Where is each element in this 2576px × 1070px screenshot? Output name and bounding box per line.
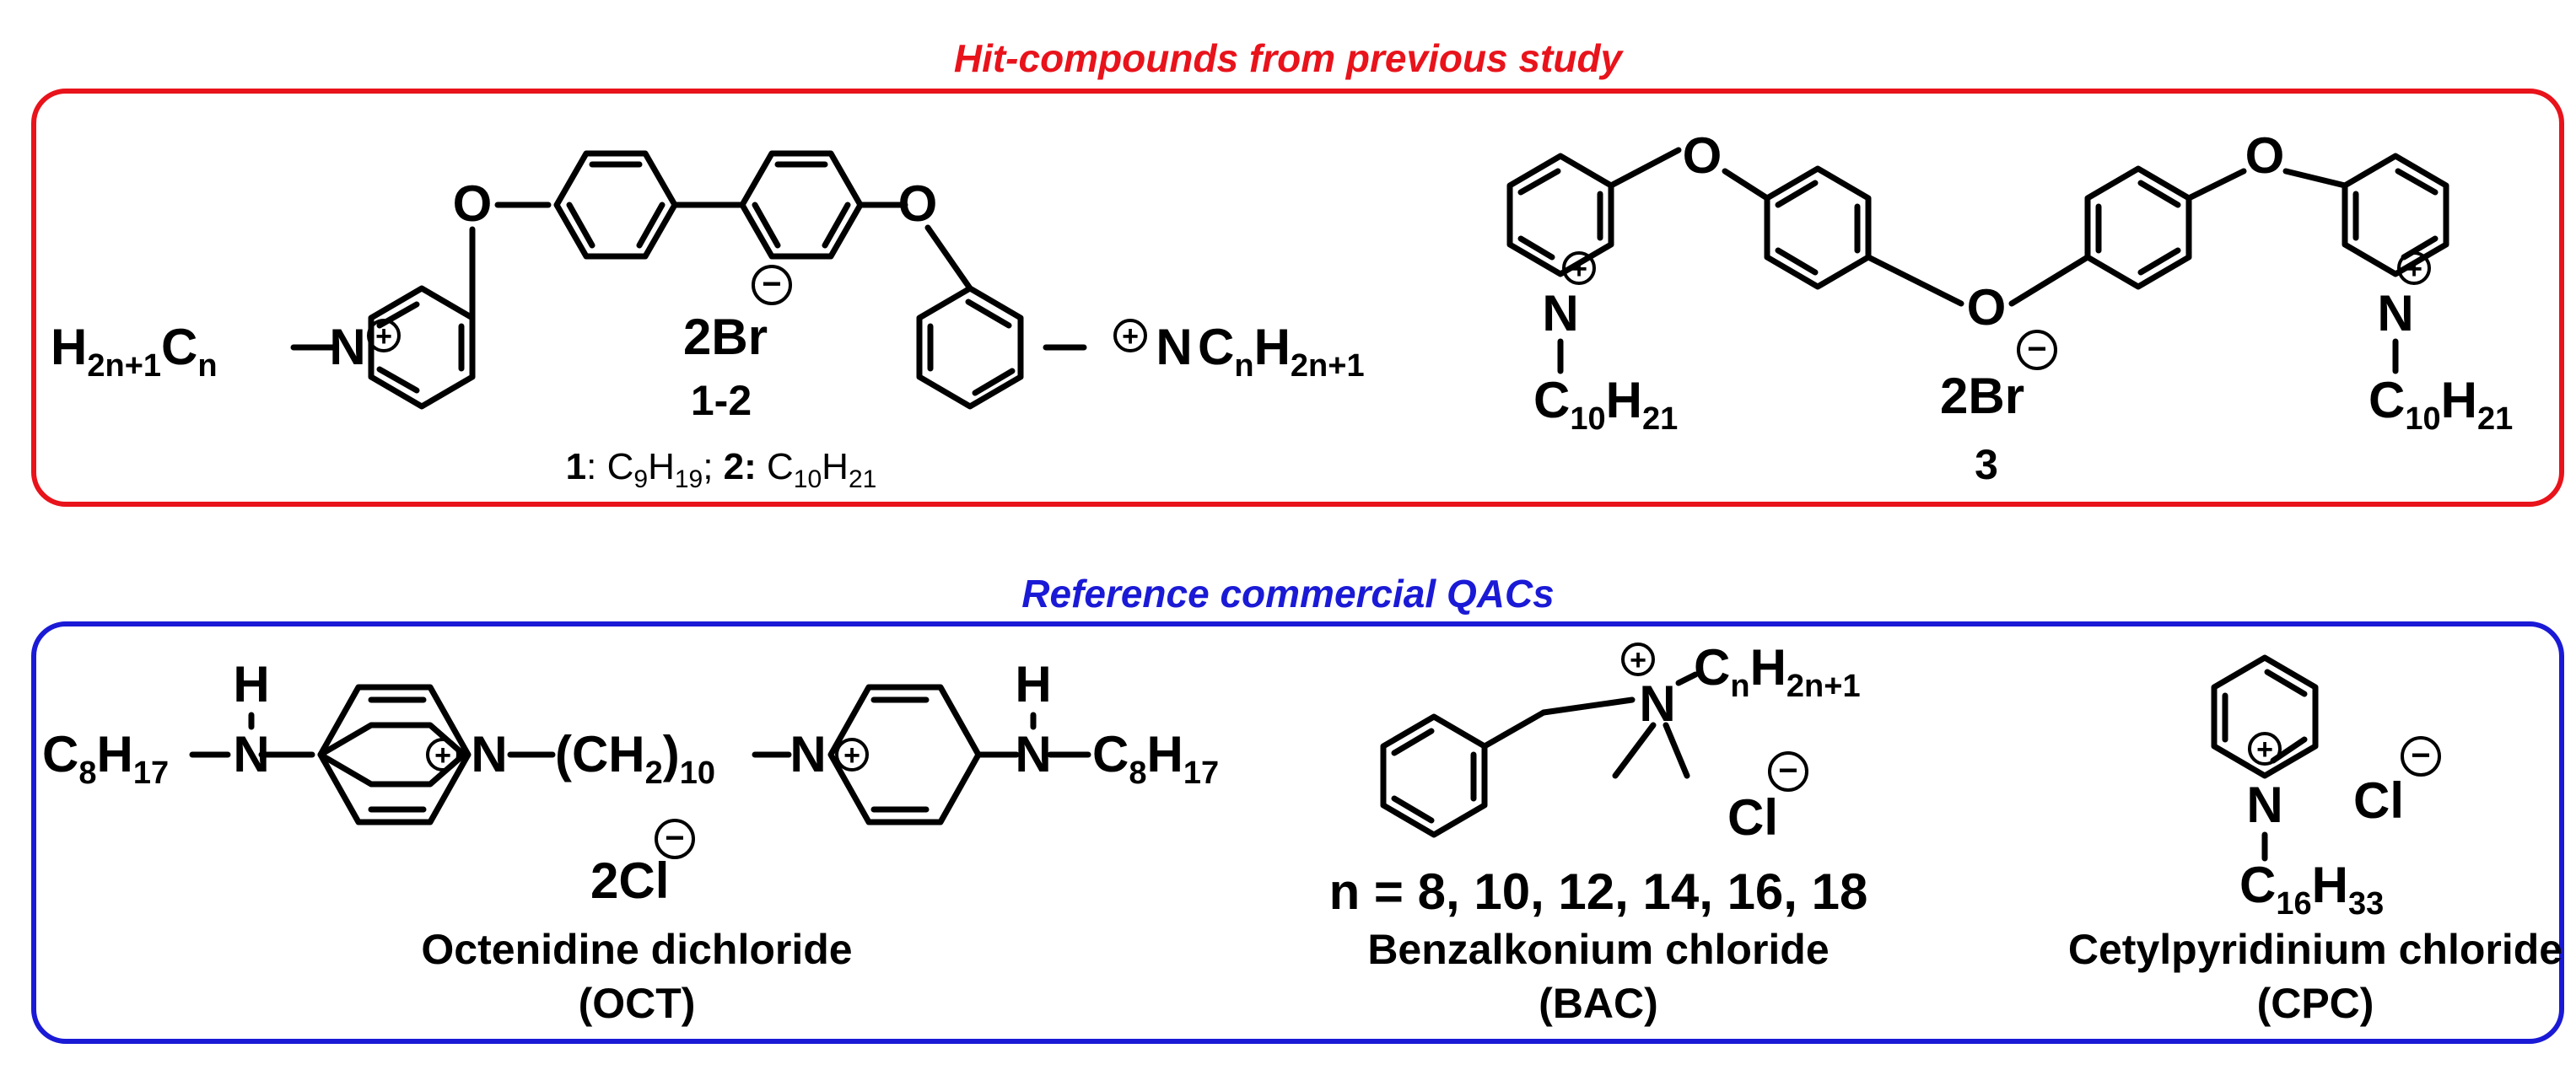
oct-nh-left-n: N [233,726,269,782]
bac-counterion: Cl [1727,789,1778,846]
cpc-counterion: Cl [2353,772,2404,829]
svg-text:+: + [434,739,451,772]
svg-text:−: − [1778,752,1797,789]
oct-nitrogen-right: N [790,726,826,782]
compound-3-oxygen-bridge: O [1967,279,2007,336]
oct-alkyl-right: C8H17 [1092,726,1219,791]
compound-12-right-chain: CnH2n+1 [1198,319,1365,384]
bac-structure [1380,671,1699,838]
compound-3-oxygen-right: O [2245,127,2285,184]
cpc-chain: C16H33 [2239,857,2384,922]
oct-nh-left-h: H [233,656,269,712]
bac-plus-charge: + [1621,643,1655,676]
compound-12-structure [290,150,1087,410]
oct-nh-right-n: N [1015,726,1051,782]
section2-frame [31,621,2564,1044]
compound-3-structure [1506,147,2449,374]
svg-text:−: − [2027,331,2046,368]
section1-frame [31,89,2564,507]
compound-3-nitrogen-left: N [1542,285,1578,341]
svg-text:−: − [762,266,781,303]
cpc-abbreviation: (CPC) [2257,980,2374,1027]
compound-12-nitrogen-left: N [329,319,365,375]
compound-12-label: 1-2 [691,377,752,424]
oct-minus-charge: − [655,819,695,859]
cpc-nitrogen: N [2246,777,2282,833]
compound-12-nitrogen-right: N [1156,319,1192,375]
oct-nh-right-h: H [1015,656,1051,712]
compound-12-plus-charge-left: + [367,319,401,352]
svg-text:+: + [843,739,860,772]
compound-3-label: 3 [1975,441,1998,488]
bac-nitrogen: N [1639,675,1675,732]
compound-3-minus-charge: − [2017,330,2057,370]
oct-structure [189,684,1091,825]
compound-3-plus-charge-right: + [2397,251,2431,285]
svg-text:−: − [665,820,684,857]
bac-minus-charge: − [1768,751,1808,792]
compound-12-oxygen-left: O [453,175,493,232]
cpc-plus-charge: + [2248,732,2282,766]
svg-text:+: + [2256,734,2273,766]
compound-3-chain-left: C10H21 [1533,372,1678,437]
svg-text:−: − [2411,737,2430,774]
compound-3-chain-right: C10H21 [2369,372,2513,437]
oct-counterion: 2Cl [590,852,669,909]
oct-abbreviation: (OCT) [579,980,696,1027]
oct-plus-charge-left: + [426,738,460,772]
oct-alkyl-left: C8H17 [42,726,169,791]
bac-n-values: n = 8, 10, 12, 14, 16, 18 [1329,863,1868,920]
bac-chain: CnH2n+1 [1694,639,1861,704]
bac-name: Benzalkonium chloride [1367,926,1829,973]
oct-name: Octenidine dichloride [421,926,852,973]
compound-12-counterion: 2Br [683,309,768,365]
svg-text:+: + [2406,253,2422,285]
cpc-minus-charge: − [2401,736,2441,777]
compound-12-minus-charge: − [752,265,792,305]
compound-12-oxygen-right: O [898,175,938,232]
oct-plus-charge-right: + [835,738,869,772]
compound-3-plus-charge-left: + [1562,251,1596,285]
svg-text:+: + [1630,644,1646,676]
compound-12-caption: 1: C9H19; 2: C10H21 [566,446,877,493]
compound-12-left-chain: H2n+1Cn [51,319,218,384]
svg-text:+: + [1571,253,1587,285]
compound-3-counterion: 2Br [1940,368,2024,424]
section2-title: Reference commercial QACs [1021,572,1555,616]
section1-title: Hit-compounds from previous study [954,36,1625,80]
svg-text:+: + [375,320,392,352]
oct-linker: (CH2)10 [555,726,715,791]
cpc-structure [2211,654,2319,862]
compound-3-oxygen-left: O [1683,127,1722,184]
cpc-name: Cetylpyridinium chloride [2068,926,2563,973]
compound-3-nitrogen-right: N [2377,285,2413,341]
oct-nitrogen-left: N [471,726,507,782]
svg-text:+: + [1122,320,1139,352]
bac-abbreviation: (BAC) [1539,980,1658,1027]
compound-12-plus-charge-right: + [1113,319,1147,352]
